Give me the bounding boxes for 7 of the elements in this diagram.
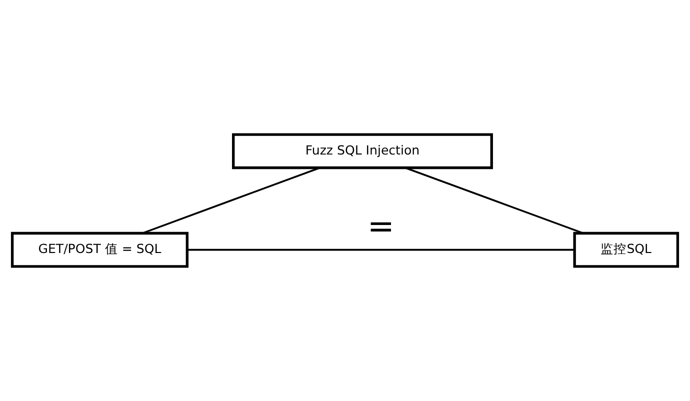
node-box: GET/POST 值 = SQL bbox=[10, 232, 189, 268]
node-box: 监控SQL bbox=[573, 232, 680, 268]
connector bbox=[187, 248, 574, 251]
connector bbox=[142, 167, 320, 234]
edge-label: = bbox=[367, 207, 394, 246]
connector bbox=[405, 167, 584, 234]
node-box: Fuzz SQL Injection bbox=[232, 133, 493, 170]
